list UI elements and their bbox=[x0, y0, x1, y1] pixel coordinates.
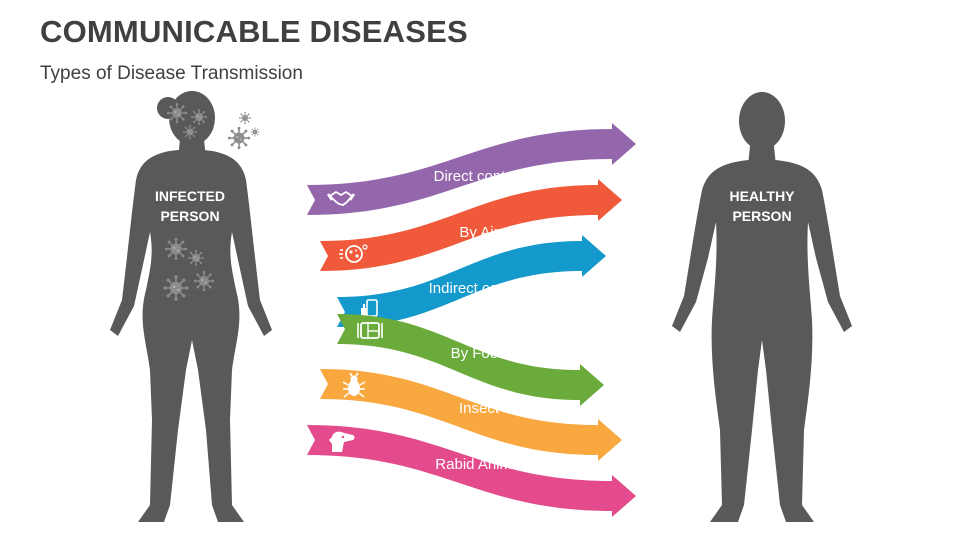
healthy-person-silhouette bbox=[672, 92, 852, 522]
arrow-label: Indirect contact bbox=[429, 280, 532, 297]
infected-label-line2: PERSON bbox=[160, 208, 219, 224]
arrow-shape bbox=[320, 179, 622, 271]
arrow-shape bbox=[337, 314, 604, 406]
healthy-label-line2: PERSON bbox=[732, 208, 791, 224]
page-title: COMMUNICABLE DISEASES bbox=[40, 14, 468, 49]
handshake-icon bbox=[326, 191, 356, 206]
page-subtitle: Types of Disease Transmission bbox=[40, 63, 303, 84]
arrow-by-air: By Air bbox=[320, 179, 622, 271]
arrow-shape bbox=[337, 235, 606, 327]
air-droplet-icon bbox=[339, 244, 368, 263]
arrow-by-food: By Food bbox=[337, 314, 604, 406]
arrow-label: By Food bbox=[451, 345, 507, 362]
healthy-label-line1: HEALTHY bbox=[729, 188, 795, 204]
infected-person-silhouette bbox=[110, 91, 272, 522]
infected-label-line1: INFECTED bbox=[155, 188, 225, 204]
arrow-direct-contact: Direct contact bbox=[307, 123, 636, 215]
arrow-shape bbox=[320, 369, 622, 461]
arrow-shape bbox=[307, 123, 636, 215]
arrow-label: By Air bbox=[459, 224, 498, 241]
arrow-label: Direct contact bbox=[434, 168, 527, 185]
bug-icon bbox=[342, 372, 366, 398]
arrow-label: Rabid Animal bbox=[435, 456, 523, 473]
arrow-shape bbox=[307, 425, 636, 517]
dog-head-icon bbox=[329, 431, 355, 452]
arrow-insect: Insect bbox=[320, 369, 622, 461]
arrow-label: Insect bbox=[459, 400, 500, 417]
arrow-rabid-animal: Rabid Animal bbox=[307, 425, 636, 517]
food-tray-icon bbox=[357, 322, 383, 339]
